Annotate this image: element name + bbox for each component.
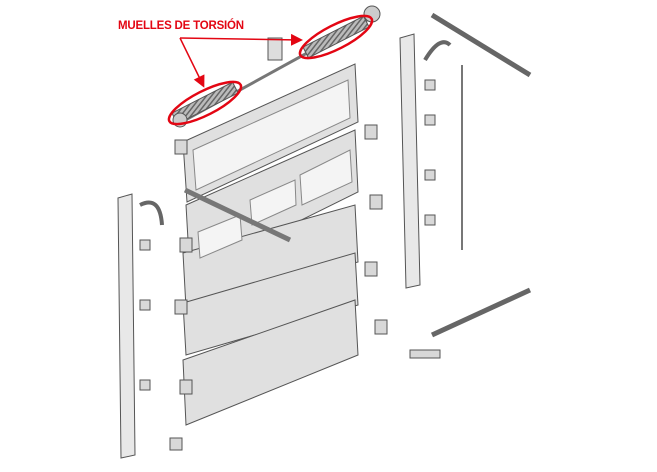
horizontal-track-upper [430,12,532,78]
arrow-to-left-spring [179,37,205,88]
torsion-spring-right [302,15,370,59]
center-bracket [267,37,283,61]
arrow-to-right-spring [179,33,303,46]
right-vertical-rail [399,33,421,289]
door-panel-3 [182,204,359,309]
strut [183,187,292,243]
door-panel-5 [182,299,359,426]
panel-inner [192,79,351,191]
panel-window [299,149,353,206]
panel-window [197,214,243,259]
horizontal-track-lower [430,287,532,338]
left-vertical-rail [117,193,136,459]
highlight-ellipse-left [167,80,243,126]
torsion-springs-label: MUELLES DE TORSIÓN [118,20,244,32]
hinges [139,79,441,451]
panel-window [249,179,297,226]
curved-track-left [139,200,164,226]
highlight-ellipse-right [298,14,374,60]
door-panel-4 [182,252,359,356]
curved-track-right [423,40,452,62]
